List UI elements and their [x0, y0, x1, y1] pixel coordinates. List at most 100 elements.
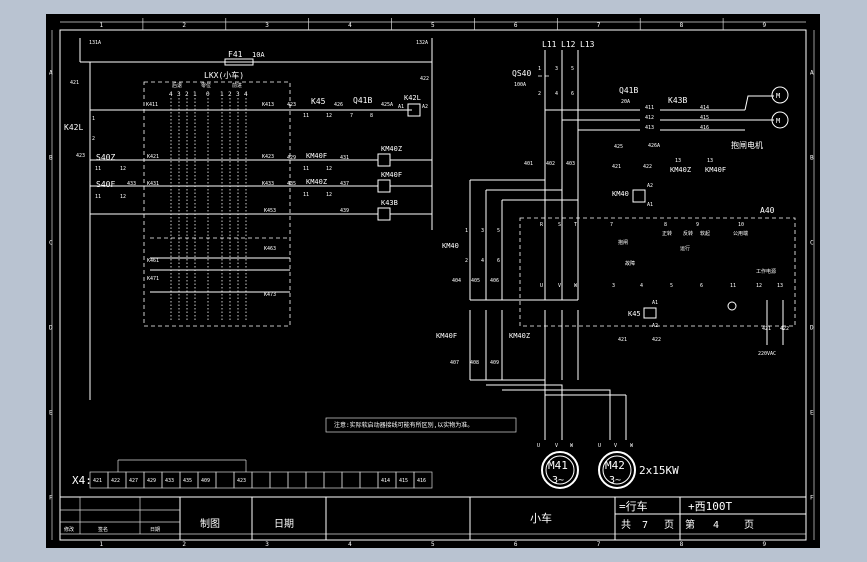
- grid-row-left: D: [49, 325, 53, 332]
- term-11: 11: [730, 283, 736, 289]
- wire-422-ctrl: 422: [643, 164, 652, 170]
- m41-w: W: [570, 443, 574, 449]
- km40-n3: 3: [481, 228, 484, 234]
- tb-rev: 修改: [64, 526, 74, 533]
- coil-k42l-label: K42L: [404, 94, 421, 102]
- grid-col-top: 6: [514, 22, 518, 29]
- lbl-rev: 反转: [683, 230, 693, 237]
- coil-km40: [632, 189, 646, 203]
- m42-v: V: [614, 443, 617, 449]
- wire-426: 426: [334, 102, 343, 108]
- m41-u: U: [537, 443, 540, 449]
- k45-a2: A2: [652, 323, 658, 329]
- m42-w: W: [630, 443, 634, 449]
- wire-132a: 132A: [416, 40, 428, 46]
- brake-motor-2: [771, 111, 789, 129]
- terminal-cell-label: 427: [129, 478, 138, 484]
- k42l-n1: 1: [92, 116, 95, 122]
- k423-label: K423: [262, 154, 274, 160]
- tb-drawn: 制图: [200, 517, 220, 530]
- k42l-a1: A1: [398, 104, 404, 110]
- a40-label: A40: [760, 206, 775, 215]
- coil-k45: [643, 307, 657, 319]
- coil-k42l: [407, 103, 421, 117]
- q41b-n7: 7: [350, 113, 353, 119]
- wire-429: 429: [287, 155, 296, 161]
- km40-n5: 5: [497, 228, 500, 234]
- lbl-slow: 软起: [700, 230, 710, 237]
- wire-415: 415: [700, 115, 709, 121]
- num-b1: 1: [193, 91, 197, 98]
- term-w: W: [574, 283, 578, 289]
- wire-426a: 426A: [648, 143, 660, 149]
- tb-sheet-unit: 页: [744, 519, 754, 531]
- term-8: 8: [664, 222, 667, 228]
- km40-a2: A2: [647, 183, 653, 189]
- lkx-enclosure: [143, 81, 291, 327]
- lbl-run: 运行: [680, 245, 690, 252]
- q41b-n8: 8: [370, 113, 373, 119]
- wire-431: 431: [340, 155, 349, 161]
- grid-col-bottom: 4: [348, 541, 352, 548]
- grid-col-top: 8: [680, 22, 684, 29]
- term-t: T: [574, 222, 577, 228]
- brake-motor-1-m: M: [776, 92, 780, 100]
- term-v: V: [558, 283, 561, 289]
- wire-421-ctrl: 421: [612, 164, 621, 170]
- term-4: 4: [640, 283, 643, 289]
- wire-408: 408: [470, 360, 479, 366]
- num-b3: 3: [177, 91, 181, 98]
- k453-label: K453: [264, 208, 276, 214]
- km40z-n12: 12: [326, 192, 332, 198]
- km40-n6: 6: [497, 258, 500, 264]
- wire-416: 416: [700, 125, 709, 131]
- grid-row-right: F: [810, 495, 814, 502]
- lbl-fwd: 正转: [662, 230, 672, 237]
- grid-col-bottom: 1: [99, 541, 103, 548]
- lkx-label: LKX(小车): [204, 70, 244, 80]
- grid-col-bottom: 8: [680, 541, 684, 548]
- k42l-a2: A2: [422, 104, 428, 110]
- qs40-n4: 4: [555, 91, 558, 97]
- grid-row-right: D: [810, 325, 814, 332]
- grid-row-right: E: [810, 410, 814, 417]
- k45-a1: A1: [652, 300, 658, 306]
- motor-m42: [598, 451, 636, 489]
- wire-404: 404: [452, 278, 461, 284]
- term-u: U: [540, 283, 543, 289]
- km40z-contact-label: KM40Z: [306, 178, 327, 186]
- wire-401: 401: [524, 161, 533, 167]
- coil-km40f-label: KM40F: [381, 171, 402, 179]
- q41b-rating: 20A: [621, 99, 630, 105]
- wire-423-left: 423: [76, 153, 85, 159]
- km40z-contact: KM40Z: [670, 166, 691, 174]
- fuse-rating: 10A: [252, 51, 265, 59]
- tb-code: +西100T: [688, 500, 732, 513]
- k45-n11: 11: [303, 113, 309, 119]
- grid-col-top: 2: [182, 22, 186, 29]
- k413-label: K413: [262, 102, 274, 108]
- grid-col-bottom: 6: [514, 541, 518, 548]
- pos-fwd: 前进: [232, 82, 242, 89]
- supply-220vac: 220VAC: [758, 351, 776, 357]
- grid-row-left: C: [49, 240, 53, 247]
- motor-m41-phase: 3~: [552, 475, 564, 486]
- q41b-label: Q41B: [353, 96, 372, 105]
- grid-col-top: 5: [431, 22, 435, 29]
- k42l-contact-label: K42L: [64, 123, 83, 132]
- k463-label: K463: [264, 246, 276, 252]
- wire-405: 405: [471, 278, 480, 284]
- wire-433: 433: [127, 181, 136, 187]
- power-circuit: L11 L12 L13 QS40 100A 1 3 5 2 4 6 401 40…: [325, 40, 796, 489]
- tb-equip: =行车: [619, 499, 648, 513]
- s40z-n11: 11: [95, 166, 101, 172]
- tb-total: 共: [621, 519, 631, 531]
- wire-425a: 425A: [381, 102, 393, 108]
- brake-motor-label: 抱闸电机: [731, 140, 763, 150]
- term-3: 3: [612, 283, 615, 289]
- motor-m41-label: M41: [548, 459, 568, 472]
- s40f-n12: 12: [120, 194, 126, 200]
- terminal-cell-label: 409: [201, 478, 210, 484]
